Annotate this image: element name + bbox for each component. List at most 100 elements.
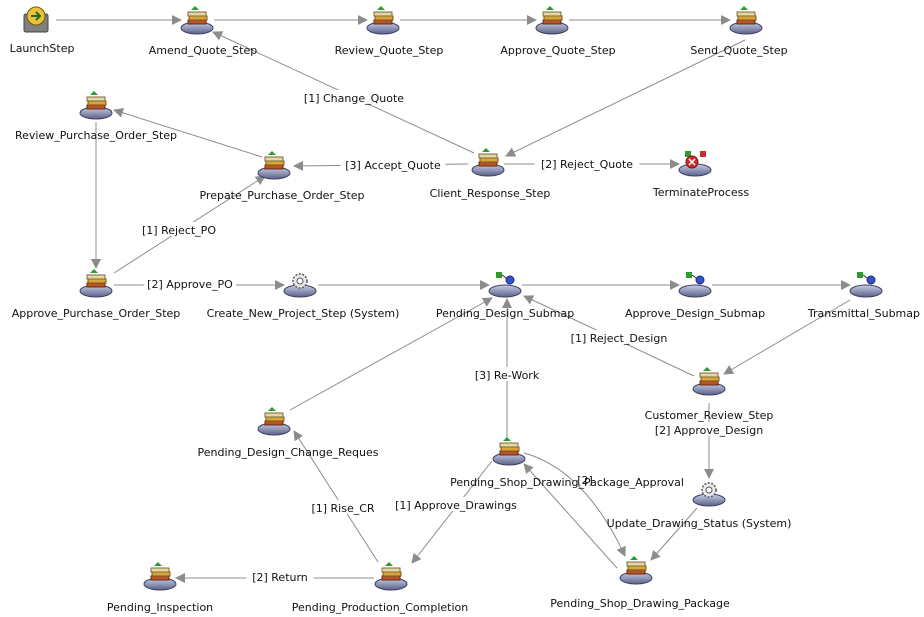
edge-label-background [136, 222, 222, 236]
task-stack-icon [366, 6, 400, 35]
edge-label: [1] Reject_PO [142, 224, 216, 237]
edge-line [523, 452, 626, 557]
edge-label: [2] Reject_Quote [541, 158, 633, 171]
node-pending-dcr[interactable]: Pending_Design_Change_Reques [198, 407, 379, 459]
edge-label: [2] Approve_PO [147, 278, 233, 291]
edge-line [523, 463, 618, 569]
edge-label: [3] Accept_Quote [345, 159, 441, 172]
node-label: Create_New_Project_Step (System) [207, 307, 400, 320]
edge-line [293, 430, 379, 563]
edge-psdp_approval-to-pending_design[interactable]: [3] Re-Work [470, 298, 544, 438]
edge-label: [1] Change_Quote [304, 92, 404, 105]
edge-label-background [563, 330, 675, 344]
edge-prepare_po-to-review_po[interactable] [113, 107, 263, 158]
edge-pending_prod-to-pending_dcr[interactable]: [1] Rise_CR [293, 430, 380, 563]
edge-label-background [340, 157, 446, 171]
edge-label: [3] Re-Work [475, 369, 540, 382]
system-gear-icon [283, 273, 317, 298]
node-amend[interactable]: Amend_Quote_Step [149, 6, 257, 57]
node-pending-inspection[interactable]: Pending_Inspection [107, 562, 213, 614]
edge-label-background [391, 497, 521, 511]
edge-line [289, 297, 493, 411]
task-stack-icon [729, 6, 763, 35]
edge-psdp-to-psdp_approval[interactable] [523, 463, 618, 569]
node-psdp[interactable]: Pending_Shop_Drawing_Package [550, 556, 730, 610]
edge-psdp_approval-to-psdp[interactable]: [2] [523, 452, 626, 557]
node-label: Pending_Design_Change_Reques [198, 446, 379, 459]
edge-label-background [143, 276, 237, 290]
task-stack-icon [180, 6, 214, 35]
edge-line [723, 299, 851, 375]
node-update-drawing[interactable]: Update_Drawing_Status (System) [607, 482, 792, 530]
node-label: Update_Drawing_Status (System) [607, 517, 792, 530]
node-approve-quote[interactable]: Approve_Quote_Step [500, 6, 616, 57]
node-pending-prod[interactable]: Pending_Production_Completion [292, 562, 469, 614]
node-customer-review[interactable]: Customer_Review_Step [645, 367, 774, 422]
node-prepare-po[interactable]: Prepate_Purchase_Order_Step [199, 151, 365, 202]
edge-client_resp-to-prepare_po[interactable]: [3] Accept_Quote [293, 157, 469, 172]
submap-icon [678, 272, 712, 298]
edge-line [505, 39, 746, 157]
edge-customer_review-to-update_drawing[interactable]: [2] Approve_Design [650, 403, 768, 479]
system-gear-icon [692, 482, 726, 507]
node-psdp-approval[interactable]: Pending_Shop_Drawing_Package_Approval [450, 437, 684, 489]
node-review-po[interactable]: Review_Purchase_Order_Step [15, 91, 177, 142]
node-label: Approve_Purchase_Order_Step [12, 307, 181, 320]
edge-send_quote-to-client_resp[interactable] [505, 39, 746, 157]
task-stack-icon [471, 148, 505, 177]
node-label: Review_Purchase_Order_Step [15, 129, 177, 142]
node-label: Pending_Shop_Drawing_Package [550, 597, 730, 610]
edge-approve_po-to-prepare_po[interactable]: [1] Reject_PO [113, 175, 266, 274]
terminate-icon [678, 151, 712, 177]
edge-label: [1] Reject_Design [571, 332, 668, 345]
node-review-quote[interactable]: Review_Quote_Step [335, 6, 444, 57]
node-label: Approve_Design_Submap [625, 307, 765, 320]
edge-client_resp-to-terminate[interactable]: [2] Reject_Quote [504, 156, 680, 171]
node-label: Pending_Inspection [107, 601, 213, 614]
node-label: Amend_Quote_Step [149, 44, 257, 57]
node-label: Pending_Production_Completion [292, 601, 469, 614]
edge-client_resp-to-amend[interactable]: [1] Change_Quote [212, 31, 475, 154]
node-send-quote[interactable]: Send_Quote_Step [690, 6, 788, 57]
edge-label: [2] [577, 474, 593, 487]
node-label: TerminateProcess [652, 186, 750, 199]
edge-update_drawing-to-psdp[interactable] [650, 507, 698, 561]
edge-customer_review-to-pending_design[interactable]: [1] Reject_Design [523, 295, 695, 377]
node-launch[interactable]: LaunchStep [10, 6, 75, 55]
task-stack-icon [692, 367, 726, 396]
node-approve-po[interactable]: Approve_Purchase_Order_Step [12, 269, 181, 320]
edge-pending_prod-to-pending_inspection[interactable]: [2] Return [175, 569, 374, 584]
node-transmittal[interactable]: Transmittal_Submap [807, 272, 920, 320]
edge-psdp_approval-to-pending_prod[interactable]: [1] Approve_Drawings [391, 460, 521, 564]
edge-transmittal-to-customer_review[interactable] [723, 299, 851, 375]
edge-label: [2] Return [252, 571, 308, 584]
edge-pending_dcr-to-pending_design[interactable] [289, 297, 493, 411]
task-stack-icon [257, 151, 291, 180]
edge-label: [1] Rise_CR [311, 502, 374, 515]
node-label: Customer_Review_Step [645, 409, 774, 422]
edge-label-background [573, 472, 597, 486]
node-label: Transmittal_Submap [807, 307, 920, 320]
edge-approve_po-to-create_proj[interactable]: [2] Approve_PO [114, 276, 285, 291]
node-terminate[interactable]: TerminateProcess [652, 151, 750, 199]
node-label: Prepate_Purchase_Order_Step [199, 189, 364, 202]
node-label: Review_Quote_Step [335, 44, 444, 57]
node-client-resp[interactable]: Client_Response_Step [430, 148, 551, 200]
edge-label-background [470, 367, 544, 381]
task-stack-icon [619, 556, 653, 585]
edges-layer: [1] Change_Quote [2] Reject_Quote [3] Acce… [56, 15, 851, 584]
edge-label-background [534, 156, 640, 170]
edge-label-background [306, 500, 380, 514]
node-create-proj[interactable]: Create_New_Project_Step (System) [207, 273, 400, 320]
edge-label-background [650, 422, 768, 436]
submap-icon [488, 272, 522, 298]
task-stack-icon [79, 91, 113, 120]
node-label: Send_Quote_Step [690, 44, 787, 57]
edge-line [113, 107, 263, 158]
node-pending-design[interactable]: Pending_Design_Submap [436, 272, 574, 320]
node-approve-design[interactable]: Approve_Design_Submap [625, 272, 765, 320]
edge-label-background [301, 90, 407, 104]
edge-label: [1] Approve_Drawings [395, 499, 517, 512]
